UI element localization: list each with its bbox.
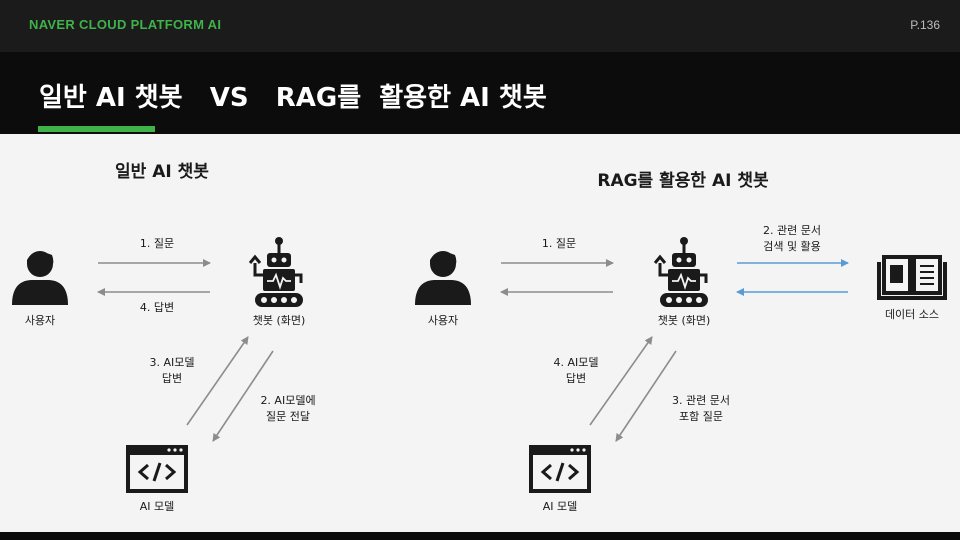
left-step2-line2: 질문 전달 [266, 410, 310, 423]
right-chatbot-label: 챗봇 (화면) [658, 313, 711, 327]
left-step3-line1: 3. AI모델 [149, 356, 194, 369]
left-arrow-model-answer [186, 336, 249, 426]
left-user-label: 사용자 [25, 314, 55, 327]
diagram-area: 일반 AI 챗봇 사용자 챗봇 (화면) AI 모델 1. 질문 4. 답변 3… [0, 134, 960, 532]
left-ai-model-label: AI 모델 [140, 500, 175, 513]
diagram-canvas: 일반 AI 챗봇 사용자 챗봇 (화면) AI 모델 1. 질문 4. 답변 3… [12, 162, 947, 513]
left-step1-label: 1. 질문 [140, 237, 174, 250]
left-chatbot-robot-icon [248, 235, 305, 309]
right-chatbot-robot-icon [653, 235, 710, 309]
right-diagram-heading: RAG를 활용한 AI 챗봇 [597, 170, 769, 191]
right-step1-label: 1. 질문 [542, 237, 576, 250]
right-user-label: 사용자 [428, 314, 458, 327]
title-bar [0, 52, 960, 134]
left-step4-label: 4. 답변 [140, 301, 174, 314]
left-step2-line1: 2. AI모델에 [260, 394, 315, 407]
page-number: P.136 [910, 18, 940, 32]
left-ai-model-code-icon [124, 443, 190, 495]
left-arrow-forward-to-model [212, 350, 274, 442]
title-accent-underline [38, 126, 155, 132]
top-bar [0, 0, 960, 52]
left-chatbot-label: 챗봇 (화면) [253, 313, 306, 327]
bottom-bar [0, 532, 960, 540]
right-step3-line2: 포함 질문 [679, 410, 723, 423]
right-user-icon [415, 251, 471, 305]
left-user-icon [12, 251, 68, 305]
right-ai-model-code-icon [527, 443, 593, 495]
data-source-label: 데이터 소스 [885, 308, 939, 321]
right-arrow-forward-with-docs [615, 350, 677, 442]
right-arrow-model-answer [589, 336, 653, 426]
slide-title: 일반 AI 챗봇 VS RAG를 활용한 AI 챗봇 [39, 83, 547, 113]
left-diagram-heading: 일반 AI 챗봇 [115, 162, 209, 182]
brand-label: NAVER CLOUD PLATFORM AI [29, 17, 222, 32]
right-ai-model-label: AI 모델 [543, 500, 578, 513]
right-step4-line1: 4. AI모델 [553, 356, 598, 369]
right-step4-line2: 답변 [566, 372, 586, 385]
right-step2-line2: 검색 및 활용 [763, 239, 821, 253]
data-source-book-icon [877, 255, 947, 300]
right-step3-line1: 3. 관련 문서 [672, 394, 730, 407]
left-step3-line2: 답변 [162, 372, 182, 385]
right-step2-line1: 2. 관련 문서 [763, 224, 821, 237]
